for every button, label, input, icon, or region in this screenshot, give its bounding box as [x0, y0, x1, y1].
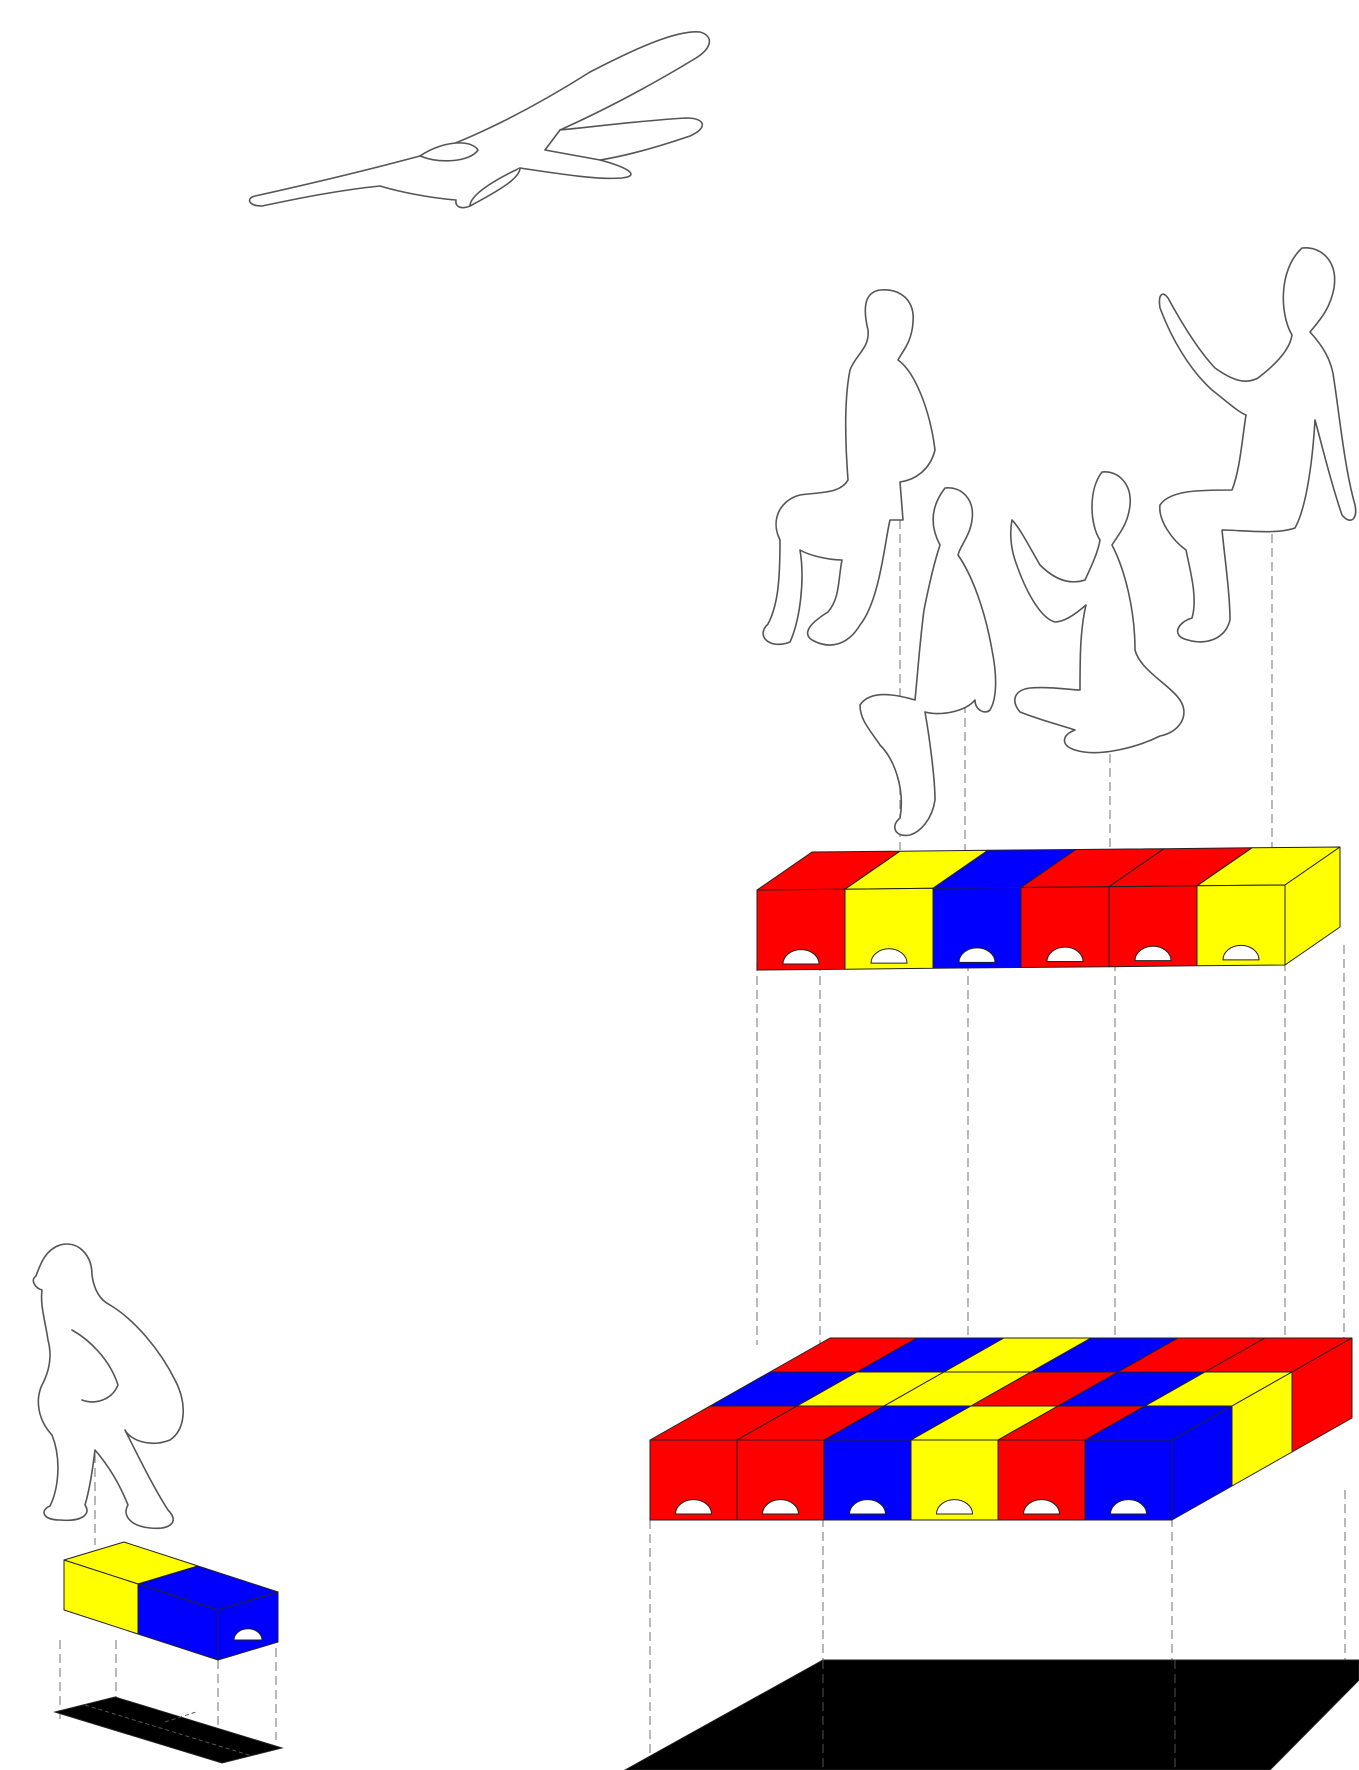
person-pointing-icon — [1158, 247, 1357, 643]
bench-block-handle — [958, 947, 996, 963]
person-sitting-icon — [762, 289, 936, 646]
large-base-plate-fill — [623, 1659, 1359, 1770]
bench-block-handle — [1222, 944, 1260, 961]
bench-block-handle — [870, 948, 908, 964]
glider-icon — [248, 31, 711, 209]
person-pointing-icon — [1009, 471, 1185, 754]
modular-blocks-layer — [63, 846, 1353, 1661]
large-base-plate — [623, 1659, 1359, 1770]
platform-block-handle — [935, 1499, 974, 1515]
platform-block-handle — [1109, 1499, 1148, 1515]
bench-block-handle — [782, 949, 820, 965]
person-crouching-icon — [32, 1243, 185, 1530]
bench-block-handle — [1046, 946, 1084, 962]
small-base-plate — [53, 1696, 284, 1764]
bench-block-side — [1284, 846, 1341, 966]
projection-guide-lines — [59, 520, 1346, 1765]
person-sitting-icon — [859, 487, 997, 837]
small-block-handle — [233, 1628, 263, 1641]
platform-block-handle — [674, 1499, 713, 1515]
small-block-side — [217, 1591, 279, 1661]
platform-block-side — [1291, 1337, 1353, 1453]
platform-block-handle — [1022, 1499, 1061, 1515]
platform-block-handle — [848, 1499, 887, 1515]
platform-block-handle — [761, 1499, 800, 1515]
bench-block-handle — [1134, 945, 1172, 962]
